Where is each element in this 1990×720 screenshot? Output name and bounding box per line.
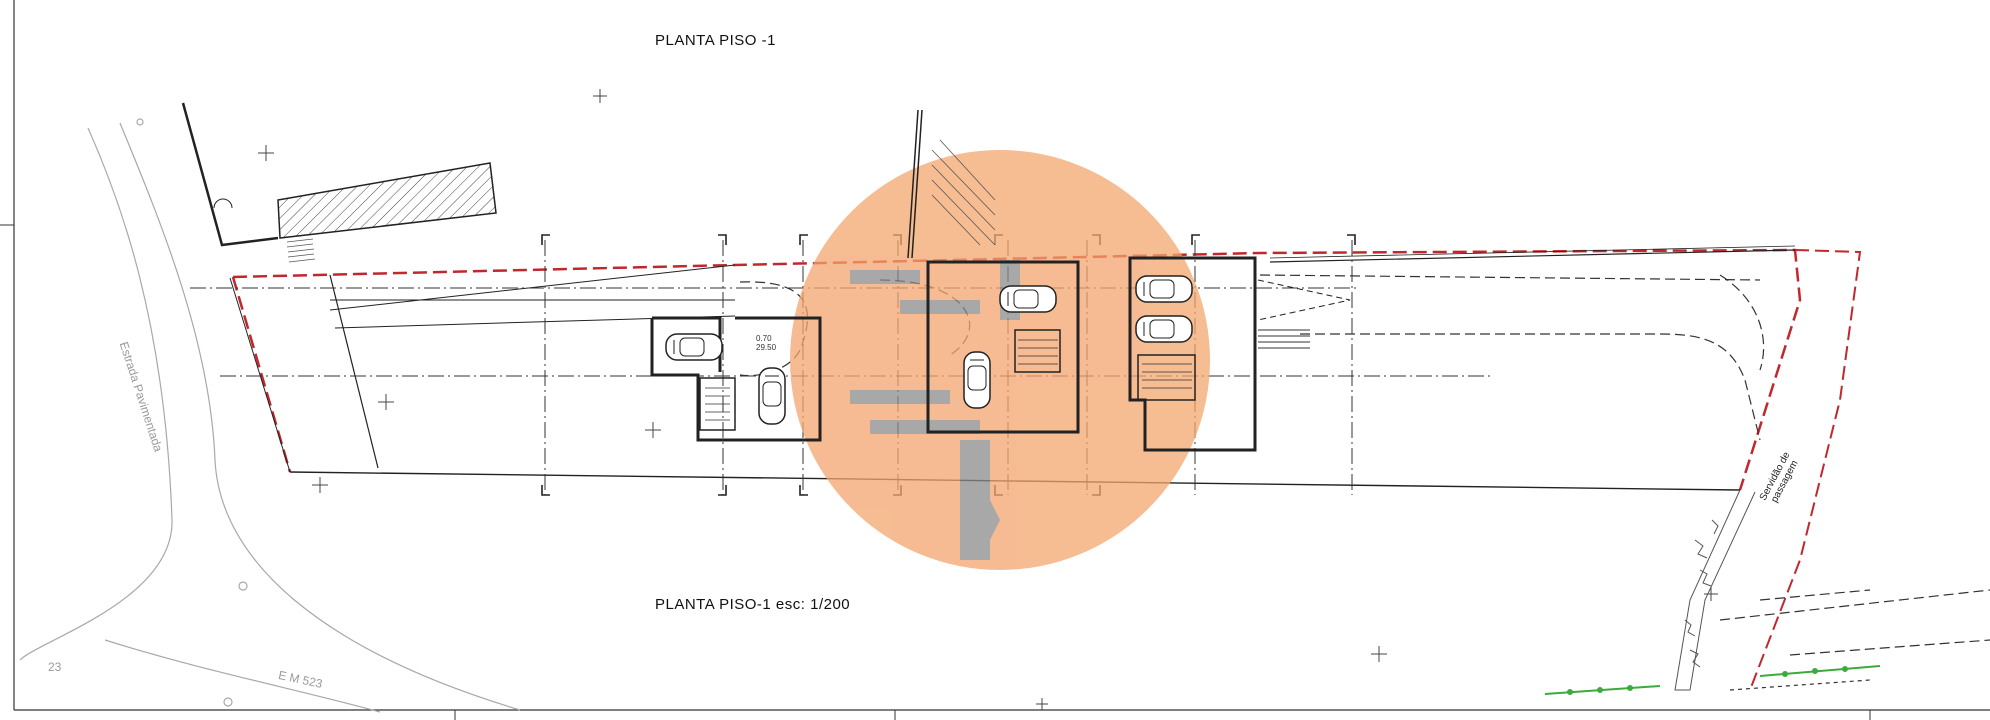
- property-boundary: [231, 248, 1862, 691]
- mast-line: [907, 109, 996, 259]
- survey-crosses: [258, 89, 1718, 710]
- neighbour-building: [181, 102, 497, 263]
- car-icon: [963, 351, 991, 409]
- car-icon: [1135, 275, 1193, 303]
- level-mark: 0.70 29.50: [756, 334, 777, 352]
- watermark-logo: [790, 150, 1210, 570]
- road-outline: [19, 118, 521, 713]
- stone-wall: [1674, 489, 1756, 691]
- garage-unit-3: [1128, 256, 1351, 452]
- car-icon: [665, 333, 723, 361]
- car-icon: [1135, 315, 1193, 343]
- vegetation-line: [1544, 665, 1881, 695]
- road-number-label: 23: [48, 660, 62, 674]
- car-icon: [758, 367, 786, 425]
- car-icon: [999, 285, 1057, 313]
- drawing-title-top: PLANTA PISO -1: [655, 32, 776, 49]
- garage-unit-2: [926, 260, 1080, 434]
- drawing-title-bottom: PLANTA PISO-1 esc: 1/200: [655, 596, 851, 613]
